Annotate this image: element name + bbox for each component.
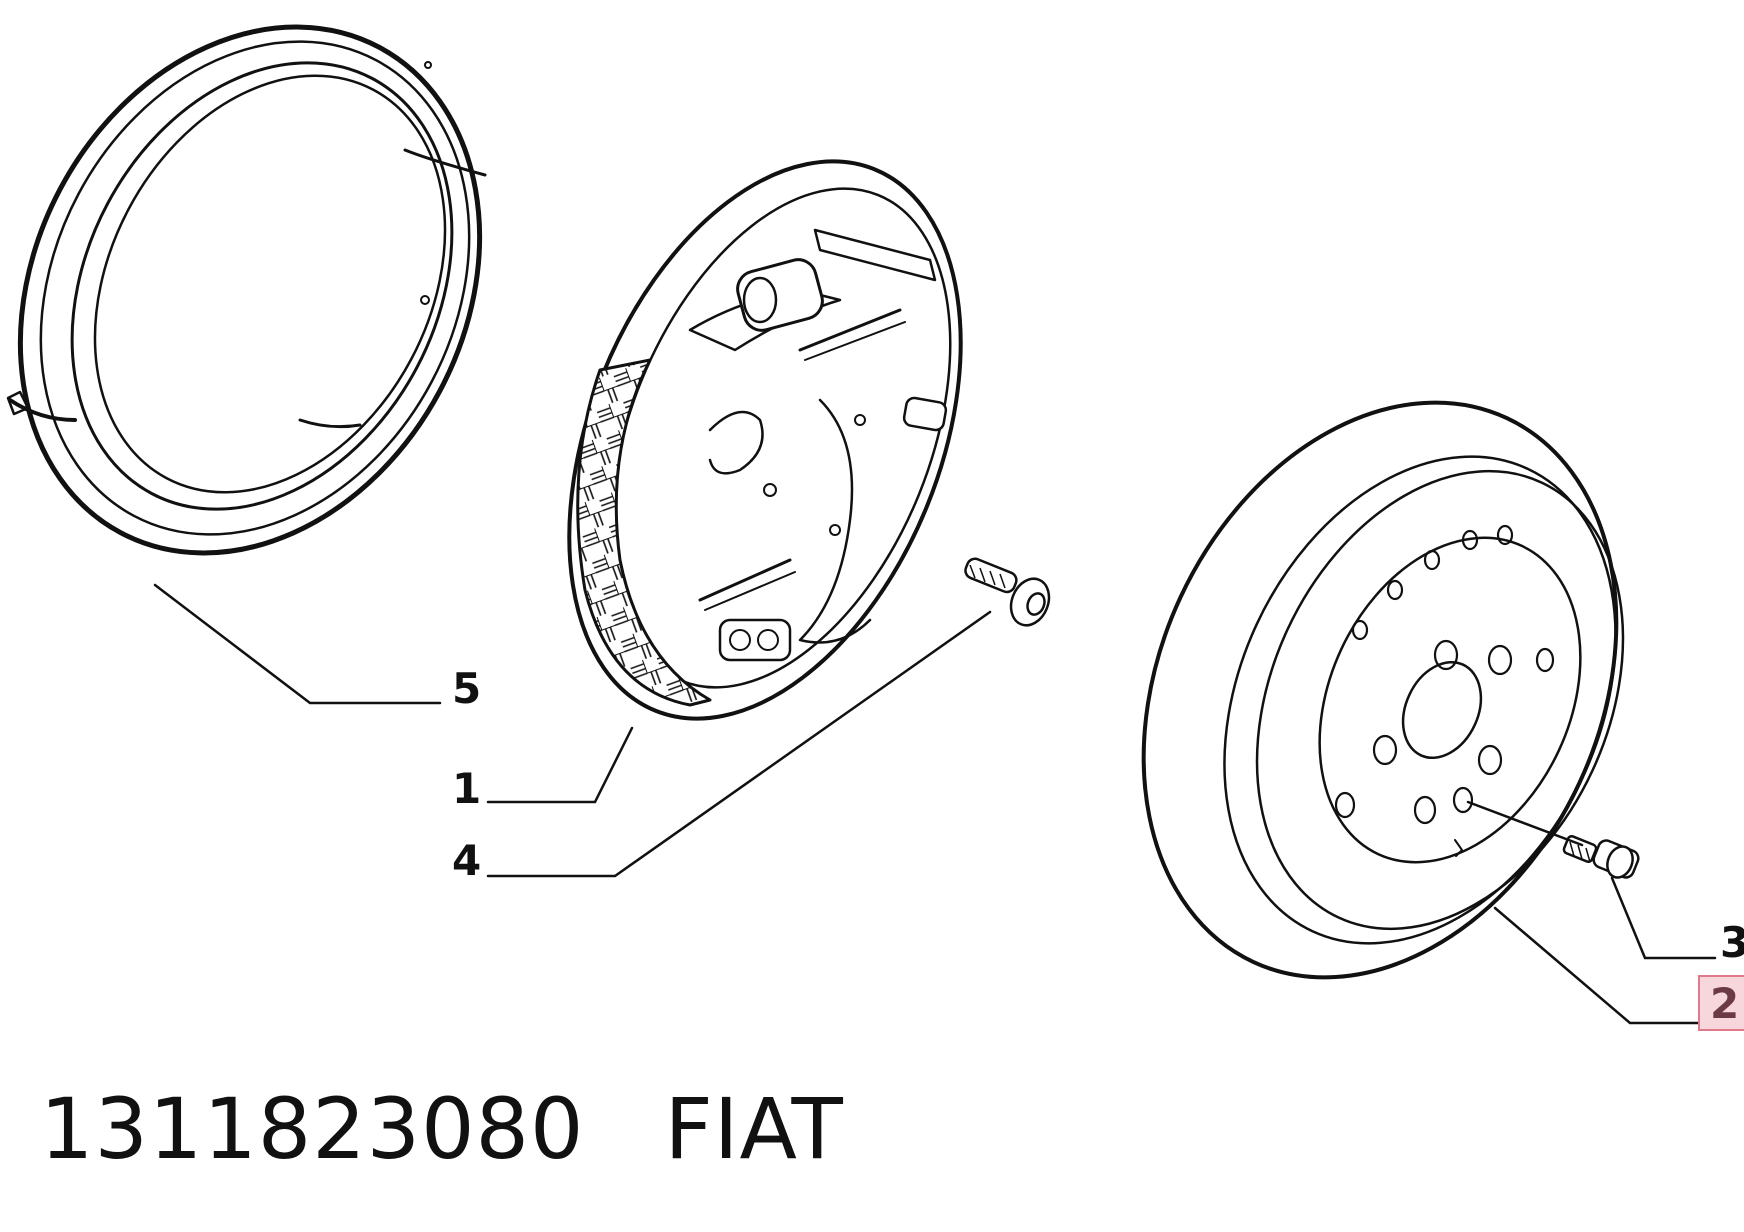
leader-line-3 [1610,876,1717,960]
wheel-stud [1562,834,1640,879]
callout-label-4: 4 [452,836,482,885]
brake-drum [1141,400,1625,980]
leader-line-5 [153,583,442,705]
callout-label-1: 1 [452,764,482,813]
part-number-caption: 1311823080 FIAT [40,1080,844,1178]
leader-line-1 [486,726,634,804]
callout-label-2[interactable]: 2 [1698,975,1744,1031]
callout-label-3: 3 [1720,918,1744,967]
leader-lines [153,583,1717,1025]
callout-label-5: 5 [452,664,482,713]
brake-backing-plate [567,159,963,721]
leader-line-4 [486,610,992,878]
mounting-bolt [964,557,1051,627]
part-number: 1311823080 [40,1080,585,1178]
leader-line-2 [1493,906,1700,1025]
brand-name: FIAT [664,1080,844,1178]
brake-shoe-ring [6,24,487,556]
leader-line-stud [1466,800,1584,847]
